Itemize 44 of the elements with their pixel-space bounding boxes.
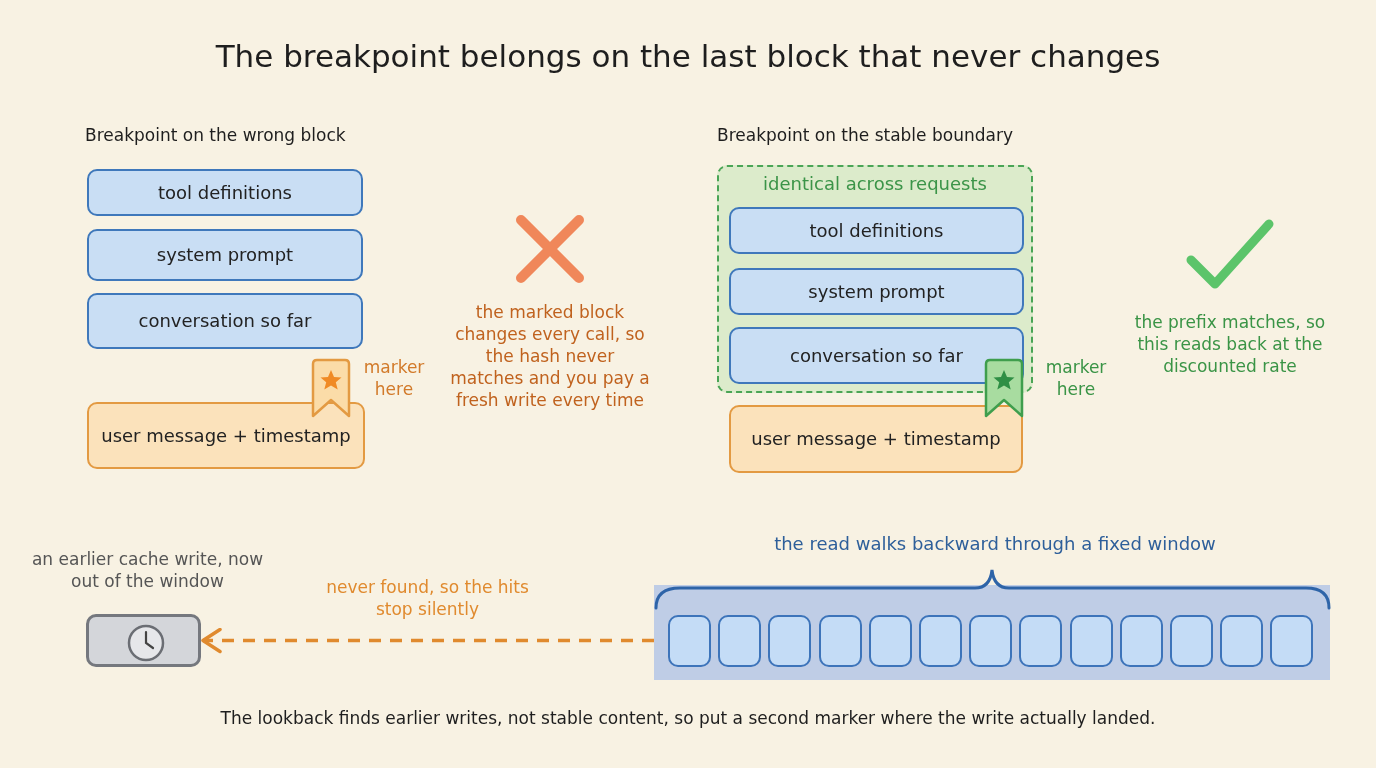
caption: The lookback finds earlier writes, not stable content, so put a second marker where the write actually landed. [219, 708, 1157, 728]
block-cell [1270, 615, 1314, 667]
block-label: user message + timestamp [751, 428, 1001, 450]
dashed-arrow [201, 627, 654, 654]
note-text: marker here [362, 356, 426, 401]
message-block [87, 402, 365, 469]
dashed-group [717, 165, 1033, 393]
prompt-block [87, 169, 363, 216]
block-cell [1170, 615, 1213, 667]
block-cell [1119, 615, 1163, 667]
diagram-title: The breakpoint belongs on the last block that never changes [214, 38, 1162, 74]
section-heading: Breakpoint on the wrong block [85, 124, 347, 147]
block-cell [969, 615, 1013, 667]
message-block [729, 405, 1023, 473]
note-text: the prefix matches, so this reads back at the discounted rate [1133, 311, 1327, 378]
block-label: tool definitions [809, 219, 944, 242]
group-label: identical across requests [762, 173, 988, 195]
block-cell [868, 615, 912, 667]
block-cell [718, 615, 762, 667]
prompt-block [729, 207, 1024, 254]
block-cell [818, 615, 862, 667]
block-cell [768, 615, 812, 667]
block-label: conversation so far [790, 344, 963, 367]
block-label: user message + timestamp [101, 424, 351, 447]
block-cell [1069, 615, 1113, 667]
window-band [654, 585, 1330, 680]
note-text: marker here [1044, 356, 1108, 401]
clock-box [86, 614, 201, 667]
prompt-block [87, 229, 363, 281]
annotation-text: an earlier cache write, now out of the window [30, 548, 265, 593]
block-label: system prompt [808, 280, 945, 303]
block-cell [1019, 615, 1063, 667]
note-text: the marked block changes every call, so the hash never matches and you pay a fresh write every time [450, 301, 650, 412]
prompt-block [87, 293, 363, 349]
prompt-block [729, 268, 1024, 315]
block-cell [668, 615, 711, 667]
prompt-block [729, 327, 1024, 384]
block-label: system prompt [156, 244, 294, 266]
section-heading: Breakpoint on the stable boundary [717, 124, 1014, 147]
block-label: conversation so far [138, 310, 312, 332]
block-label: tool definitions [158, 181, 292, 204]
annotation-text: the read walks backward through a fixed window [773, 532, 1217, 556]
block-cell [1220, 615, 1264, 667]
block-cell [919, 615, 962, 667]
